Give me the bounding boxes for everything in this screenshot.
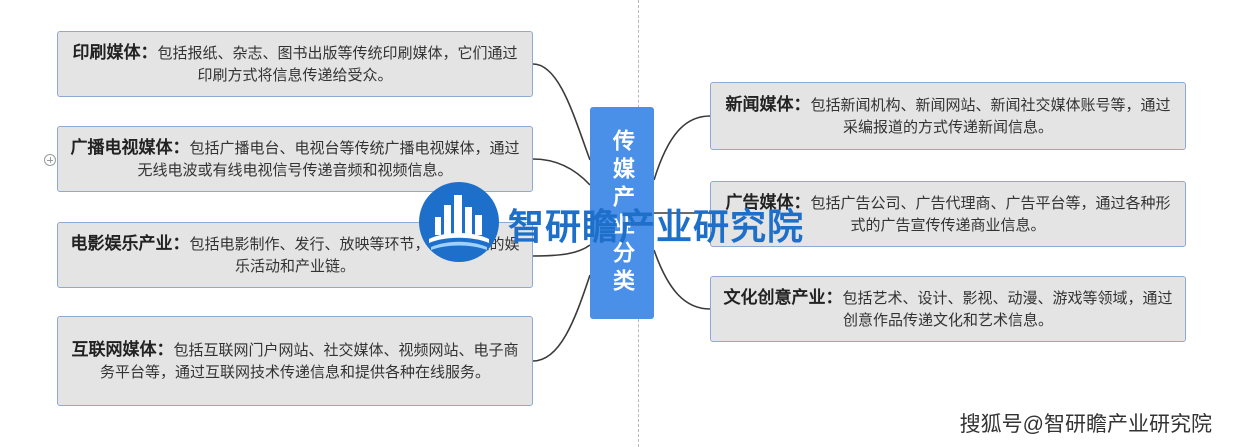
node-ad-media[interactable]: 广告媒体：包括广告公司、广告代理商、广告平台等，通过各种形式的广告宣传传递商业信… (710, 181, 1186, 247)
node-print-media-text: 印刷媒体：包括报纸、杂志、图书出版等传统印刷媒体，它们通过印刷方式将信息传递给受… (70, 42, 520, 87)
node-broadcast-media-text: 广播电视媒体：包括广播电台、电视台等传统广播电视媒体，通过无线电波或有线电视信号… (70, 137, 520, 182)
node-description: 包括新闻机构、新闻网站、新闻社交媒体账号等，通过采编报道的方式传递新闻信息。 (810, 96, 1171, 136)
node-colon: ： (825, 287, 843, 307)
node-colon: ： (793, 192, 811, 212)
connector-broadcast (532, 158, 591, 186)
node-colon: ： (793, 94, 811, 114)
node-news-media[interactable]: 新闻媒体：包括新闻机构、新闻网站、新闻社交媒体账号等，通过采编报道的方式传递新闻… (710, 82, 1186, 150)
source-credit: 搜狐号@智研瞻产业研究院 (959, 413, 1212, 436)
node-cultural-creative-text: 文化创意产业：包括艺术、设计、影视、动漫、游戏等领域，通过创意作品传递文化和艺术… (723, 287, 1173, 332)
center-node[interactable]: 传媒产业分类 (590, 107, 654, 319)
node-title: 广告媒体 (725, 192, 794, 212)
node-description: 包括艺术、设计、影视、动漫、游戏等领域，通过创意作品传递文化和艺术信息。 (842, 289, 1173, 329)
node-print-media[interactable]: 印刷媒体：包括报纸、杂志、图书出版等传统印刷媒体，它们通过印刷方式将信息传递给受… (57, 31, 533, 97)
node-colon: ： (140, 42, 158, 62)
node-cultural-creative[interactable]: 文化创意产业：包括艺术、设计、影视、动漫、游戏等领域，通过创意作品传递文化和艺术… (710, 276, 1186, 342)
node-description: 包括报纸、杂志、图书出版等传统印刷媒体，它们通过印刷方式将信息传递给受众。 (157, 44, 518, 84)
node-colon: ： (172, 233, 190, 253)
node-colon: ： (172, 137, 190, 157)
connector-culture (653, 249, 711, 310)
node-title: 广播电视媒体 (70, 137, 173, 157)
node-title: 新闻媒体 (725, 94, 794, 114)
node-title: 互联网媒体 (71, 339, 157, 359)
connector-internet (532, 274, 591, 362)
node-title: 印刷媒体 (72, 42, 141, 62)
node-description: 包括广告公司、广告代理商、广告平台等，通过各种形式的广告宣传传递商业信息。 (810, 194, 1171, 234)
node-title: 电影娱乐产业 (70, 233, 173, 253)
node-description: 包括广播电台、电视台等传统广播电视媒体，通过无线电波或有线电视信号传递音频和视频… (137, 139, 520, 179)
center-node-label: 传媒产业分类 (610, 129, 635, 297)
connector-film (532, 244, 591, 257)
node-news-media-text: 新闻媒体：包括新闻机构、新闻网站、新闻社交媒体账号等，通过采编报道的方式传递新闻… (723, 94, 1173, 139)
node-ad-media-text: 广告媒体：包括广告公司、广告代理商、广告平台等，通过各种形式的广告宣传传递商业信… (723, 192, 1173, 237)
node-internet-media-text: 互联网媒体：包括互联网门户网站、社交媒体、视频网站、电子商务平台等，通过互联网技… (70, 339, 520, 384)
connector-news (653, 115, 711, 181)
watermark-text: 智研瞻产业研究院 (508, 206, 805, 247)
node-colon: ： (156, 339, 174, 359)
expand-toggle-icon[interactable] (44, 154, 56, 166)
connector-print (532, 63, 591, 161)
node-description: 包括互联网门户网站、社交媒体、视频网站、电子商务平台等，通过互联网技术传递信息和… (99, 341, 519, 381)
node-title: 文化创意产业 (723, 287, 826, 307)
node-broadcast-media[interactable]: 广播电视媒体：包括广播电台、电视台等传统广播电视媒体，通过无线电波或有线电视信号… (57, 126, 533, 192)
node-internet-media[interactable]: 互联网媒体：包括互联网门户网站、社交媒体、视频网站、电子商务平台等，通过互联网技… (57, 316, 533, 406)
city-skyline-logo-icon (419, 182, 499, 262)
